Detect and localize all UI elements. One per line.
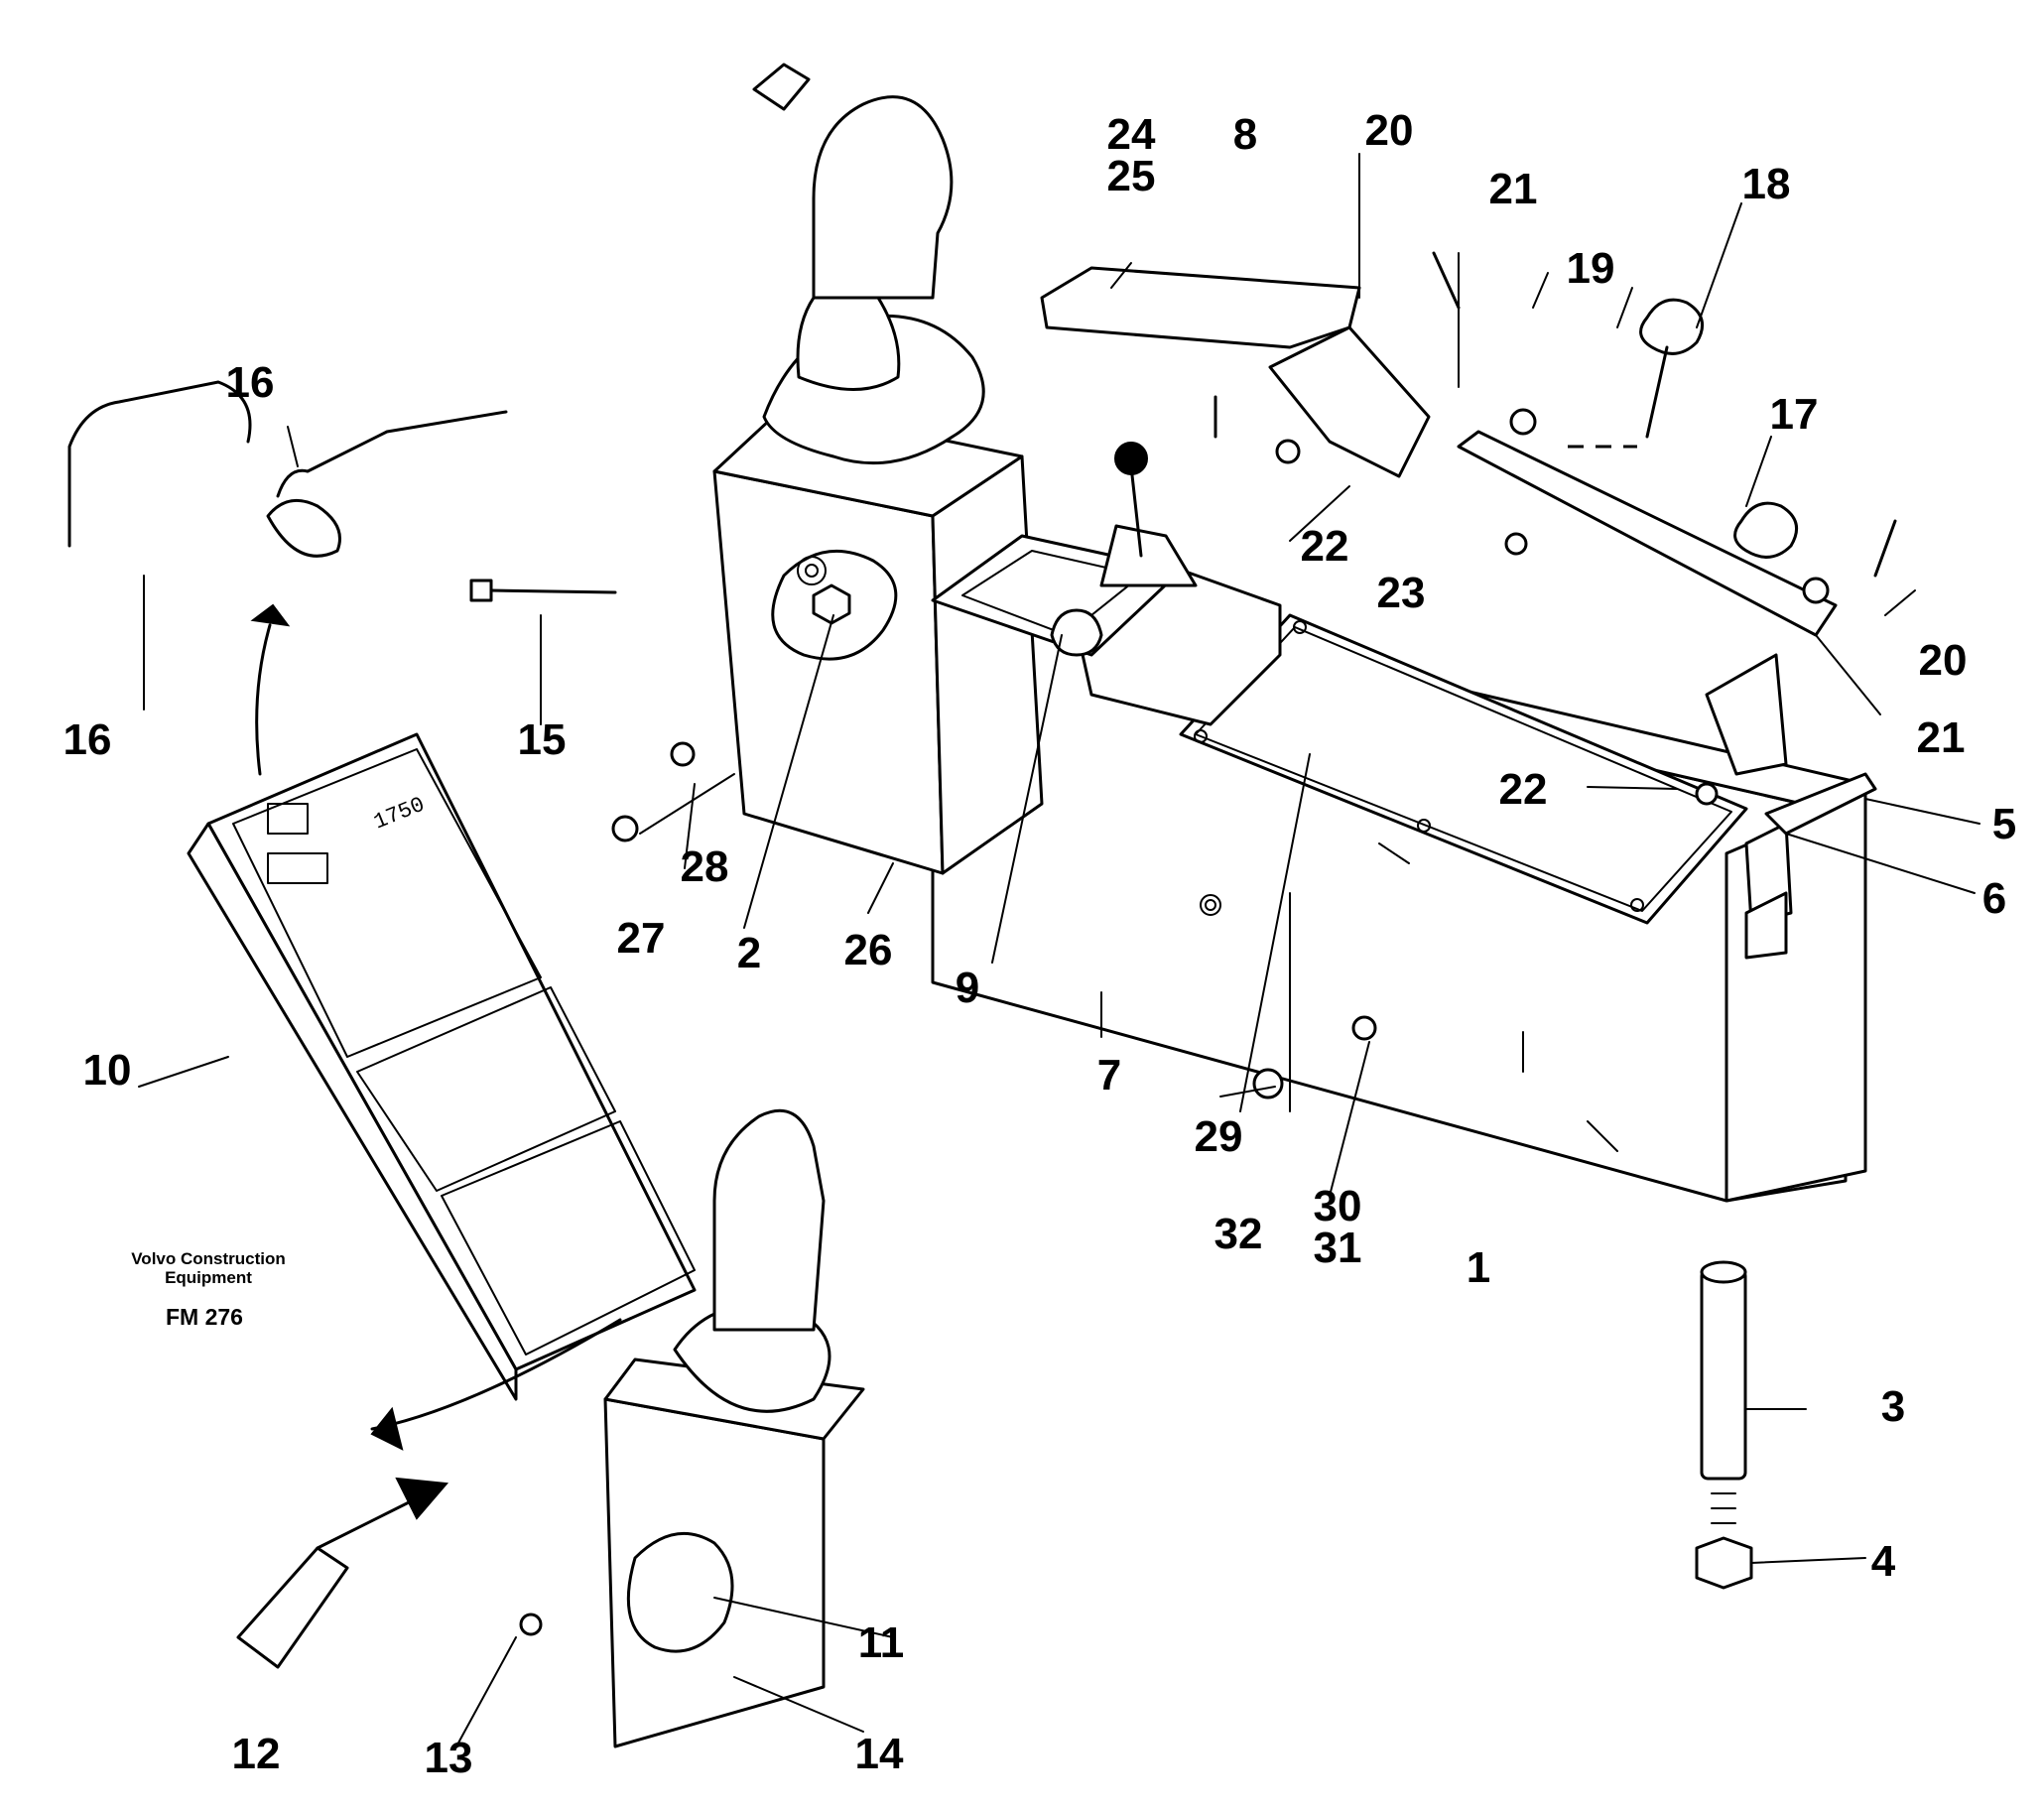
- callout-26: 26: [844, 926, 893, 974]
- callout-32: 32: [1214, 1210, 1263, 1258]
- callout-25: 25: [1107, 152, 1156, 200]
- lower-joystick-housing: [603, 1108, 865, 1748]
- flow-arrow-down: [370, 1318, 622, 1431]
- adjuster-bar: [1457, 298, 1838, 637]
- callout-13: 13: [425, 1734, 473, 1782]
- callout-24: 24: [1107, 110, 1156, 159]
- callout-11: 11: [858, 1618, 905, 1667]
- callout-30: 30: [1314, 1182, 1362, 1230]
- callout-19: 19: [1567, 244, 1615, 293]
- flow-arrow-up-head: [250, 603, 291, 627]
- callout-27: 27: [617, 914, 666, 963]
- support-post: [1695, 1260, 1753, 1590]
- callout-14: 14: [855, 1730, 904, 1778]
- caption-company-line2: Equipment: [165, 1268, 252, 1287]
- callout-22-lower: 22: [1499, 765, 1548, 814]
- armrest: [1040, 266, 1431, 478]
- callout-3: 3: [1881, 1382, 1905, 1431]
- callout-16-top: 16: [226, 358, 275, 407]
- center-lever-unit: [931, 442, 1282, 726]
- callout-7: 7: [1097, 1051, 1121, 1099]
- caption-company-line1: Volvo Construction: [131, 1249, 286, 1268]
- instrument-panel: 1750: [187, 732, 697, 1401]
- callout-20-top: 20: [1365, 106, 1414, 155]
- left-joystick-housing: [712, 63, 1044, 875]
- callout-15: 15: [518, 715, 567, 764]
- callout-28: 28: [681, 842, 729, 891]
- callout-10: 10: [83, 1046, 132, 1095]
- callout-8: 8: [1233, 110, 1257, 159]
- callout-12: 12: [232, 1730, 281, 1778]
- callout-29: 29: [1195, 1112, 1243, 1161]
- bracket-detail: [67, 380, 508, 558]
- lower-bracket-detail: [236, 1477, 449, 1669]
- callout-6: 6: [1982, 874, 2006, 923]
- callout-18: 18: [1742, 160, 1791, 208]
- loose-fasteners: [469, 251, 1897, 1636]
- callout-20-right: 20: [1919, 636, 1968, 685]
- callout-16-left: 16: [64, 715, 112, 764]
- leader-lines: [138, 153, 1980, 1747]
- callout-1: 1: [1467, 1243, 1490, 1292]
- callout-9: 9: [956, 964, 979, 1012]
- flow-arrow-up: [255, 623, 272, 776]
- callout-21-right: 21: [1917, 713, 1966, 762]
- callout-22-top: 22: [1301, 522, 1349, 571]
- callout-2: 2: [737, 929, 761, 977]
- callout-17: 17: [1770, 390, 1819, 439]
- callout-5: 5: [1992, 800, 2016, 848]
- callout-21-top: 21: [1489, 165, 1538, 213]
- callout-31: 31: [1314, 1224, 1362, 1272]
- right-bracket: [1705, 653, 1877, 960]
- flow-arrow-down-head: [370, 1406, 404, 1451]
- callout-4: 4: [1871, 1537, 1896, 1586]
- caption-figure-code: FM 276: [166, 1304, 243, 1330]
- callouts: 1 2 3 4 5 6 7 8 9 10 11 12 13 14 15 16 1…: [64, 106, 2017, 1782]
- callout-23: 23: [1377, 569, 1426, 617]
